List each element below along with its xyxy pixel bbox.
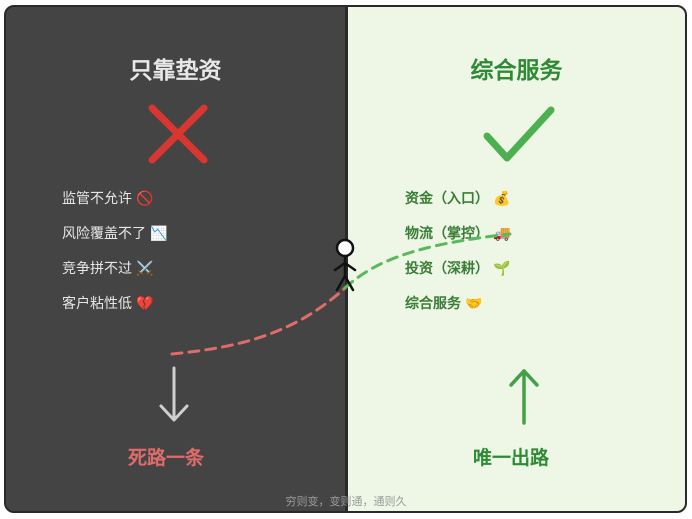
crossed-swords-icon: ⚔️ <box>136 261 154 277</box>
left-title: 只靠垫资 <box>129 58 222 84</box>
arrow-down-icon <box>159 366 189 422</box>
footer-caption: 穷则变，变则通，通则久 <box>285 495 407 508</box>
chart-down-icon: 📉 <box>150 226 168 242</box>
list-item: 物流（掌控）🚚 <box>405 223 510 258</box>
left-list: 监管不允许🚫 风险覆盖不了📉 竞争拼不过⚔️ 客户粘性低💔 <box>62 188 167 328</box>
list-item: 竞争拼不过⚔️ <box>62 258 167 293</box>
broken-heart-icon: 💔 <box>136 296 154 312</box>
money-bag-icon: 💰 <box>493 191 511 207</box>
cross-icon <box>148 104 208 164</box>
check-icon <box>483 106 555 162</box>
list-item: 风险覆盖不了📉 <box>62 223 167 258</box>
list-item: 投资（深耕）🌱 <box>405 258 510 293</box>
left-panel: 只靠垫资 监管不允许🚫 风险覆盖不了📉 竞争拼不过⚔️ 客户粘性低💔 死路一条 <box>4 5 347 513</box>
prohibited-icon: 🚫 <box>136 191 154 207</box>
list-item: 综合服务🤝 <box>405 293 510 328</box>
arrow-up-icon <box>509 369 539 425</box>
right-list: 资金（入口）💰 物流（掌控）🚚 投资（深耕）🌱 综合服务🤝 <box>405 188 510 328</box>
truck-icon: 🚚 <box>493 226 511 242</box>
list-item: 资金（入口）💰 <box>405 188 510 223</box>
right-panel: 综合服务 资金（入口）💰 物流（掌控）🚚 投资（深耕）🌱 综合服务🤝 唯一出路 <box>346 5 687 513</box>
list-item: 客户粘性低💔 <box>62 293 167 328</box>
handshake-icon: 🤝 <box>465 296 483 312</box>
right-outcome: 唯一出路 <box>473 447 550 469</box>
list-item: 监管不允许🚫 <box>62 188 167 223</box>
left-outcome: 死路一条 <box>128 447 205 469</box>
seedling-icon: 🌱 <box>493 261 511 277</box>
right-title: 综合服务 <box>470 58 563 84</box>
